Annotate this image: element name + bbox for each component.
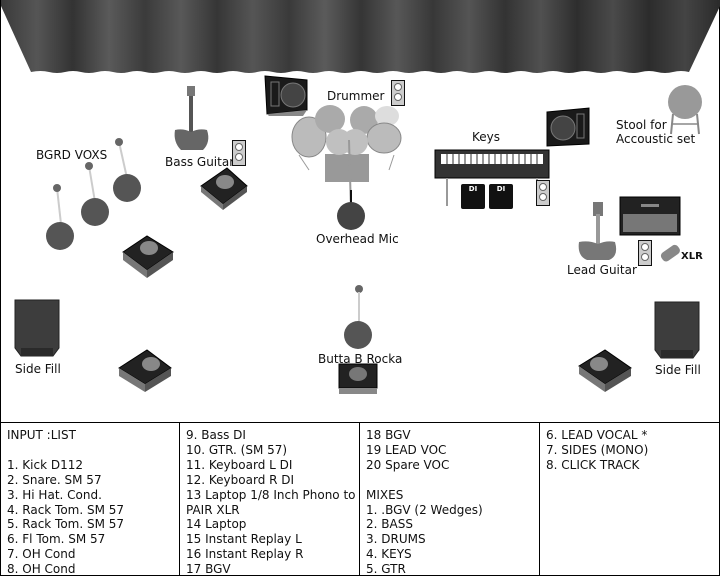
stage-curtain (1, 0, 720, 73)
list-item: 1. Kick D112 (7, 457, 83, 472)
list-item: 12. Keyboard R DI (186, 472, 295, 487)
stool-label-2: Accoustic set (616, 132, 696, 146)
list-item: 4. Rack Tom. SM 57 (7, 502, 125, 517)
list-item: 2. BASS (366, 517, 413, 532)
monitor-wedge-icon (118, 349, 172, 392)
drum-monitor-wedge (264, 75, 308, 116)
list-item: 7. OH Cond (7, 547, 76, 562)
power-outlet-icon (638, 240, 652, 266)
side-fill-left-label: Side Fill (15, 362, 61, 376)
list-item: 19 LEAD VOC (366, 442, 447, 457)
mic-stand-icon (81, 162, 109, 226)
keys-monitor-wedge (546, 107, 590, 147)
input-list-column-1: INPUT :LIST 1. Kick D112 2. Snare. SM 57… (1, 423, 180, 577)
list-item: 2. Snare. SM 57 (7, 472, 102, 487)
xlr-label: XLR (681, 251, 703, 262)
mic-stand-icon (113, 138, 141, 202)
lead-guitar-label: Lead Guitar (567, 263, 637, 277)
stool-label: Stool for (616, 118, 667, 132)
keys-label: Keys (472, 130, 501, 144)
list-item: 5. GTR (366, 562, 406, 577)
list-item (366, 473, 539, 488)
di-box-icon: DI (489, 184, 513, 209)
di-box-icon: DI (461, 184, 485, 209)
stage-plot: Drummer Overhead Mic Bass Guitar BGRD VO… (0, 0, 720, 422)
list-item: 9. Bass DI (186, 428, 246, 442)
input-list-column-3: 18 BGV 19 LEAD VOC 20 Spare VOC MIXES 1.… (360, 423, 540, 577)
list-item: 1. .BGV (2 Wedges) (366, 502, 483, 517)
list-item: PAIR XLR (186, 502, 240, 517)
monitor-wedge-icon (338, 363, 378, 394)
input-list-column-4: 6. LEAD VOCAL * 7. SIDES (MONO) 8. CLICK… (540, 423, 719, 575)
power-outlet-icon (536, 180, 550, 206)
mixes-heading: MIXES (366, 487, 404, 502)
power-outlet-icon (232, 140, 246, 166)
list-item: 17 BGV (186, 562, 231, 577)
monitor-wedge-icon (122, 235, 174, 278)
di-box-label: DI (468, 185, 478, 193)
list-item: 4. KEYS (366, 547, 412, 562)
list-item: 15 Instant Replay L (186, 532, 302, 547)
list-item: 3. Hi Hat. Cond. (7, 487, 102, 502)
di-box-label: DI (496, 185, 506, 193)
stool-icon (668, 85, 702, 135)
mic-stand-icon (46, 184, 74, 250)
lead-mic-stand-icon (344, 285, 372, 349)
drummer-label: Drummer (327, 89, 385, 103)
keyboard-icon (434, 149, 550, 206)
input-list-title: INPUT :LIST (7, 428, 76, 442)
guitar-amp-icon (619, 196, 681, 236)
butta-b-rocka-label: Butta B Rocka (318, 352, 403, 366)
list-item: 8. OH Cond (7, 562, 76, 577)
overhead-mic-label: Overhead Mic (316, 232, 399, 246)
power-outlet-icon (391, 80, 405, 106)
input-list-table: INPUT :LIST 1. Kick D112 2. Snare. SM 57… (0, 422, 720, 576)
list-item: 11. Keyboard L DI (186, 457, 293, 472)
list-item: 13 Laptop 1/8 Inch Phono to (186, 487, 356, 502)
drum-kit (291, 105, 402, 230)
list-item (7, 443, 179, 458)
list-item: 16 Instant Replay R (186, 547, 304, 562)
list-item: 3. DRUMS (366, 532, 426, 547)
side-fill-right-label: Side Fill (655, 363, 701, 377)
bgrd-voxs-label: BGRD VOXS (36, 148, 108, 162)
side-fill-speaker-left (14, 299, 60, 357)
side-fill-speaker-right (654, 301, 700, 359)
list-item: 7. SIDES (MONO) (546, 442, 649, 457)
input-list-column-2: 9. Bass DI 10. GTR. (SM 57) 11. Keyboard… (180, 423, 360, 577)
bass-guitar-label: Bass Guitar (165, 155, 235, 169)
bgv-mic-stands (46, 138, 141, 250)
list-item: 20 Spare VOC (366, 457, 450, 472)
list-item: 10. GTR. (SM 57) (186, 442, 288, 457)
list-item: 6. Fl Tom. SM 57 (7, 532, 106, 547)
list-item: 6. LEAD VOCAL * (546, 428, 648, 442)
list-item: 8. CLICK TRACK (546, 457, 640, 472)
lead-guitar-icon (578, 202, 617, 260)
list-item: 18 BGV (366, 428, 411, 442)
list-item: 5. Rack Tom. SM 57 (7, 517, 125, 532)
monitor-wedge-icon (200, 167, 248, 210)
xlr-connector-icon (660, 244, 680, 262)
monitor-wedge-icon (578, 349, 632, 392)
bass-guitar-icon (174, 86, 209, 150)
list-item: 14 Laptop (186, 517, 247, 532)
